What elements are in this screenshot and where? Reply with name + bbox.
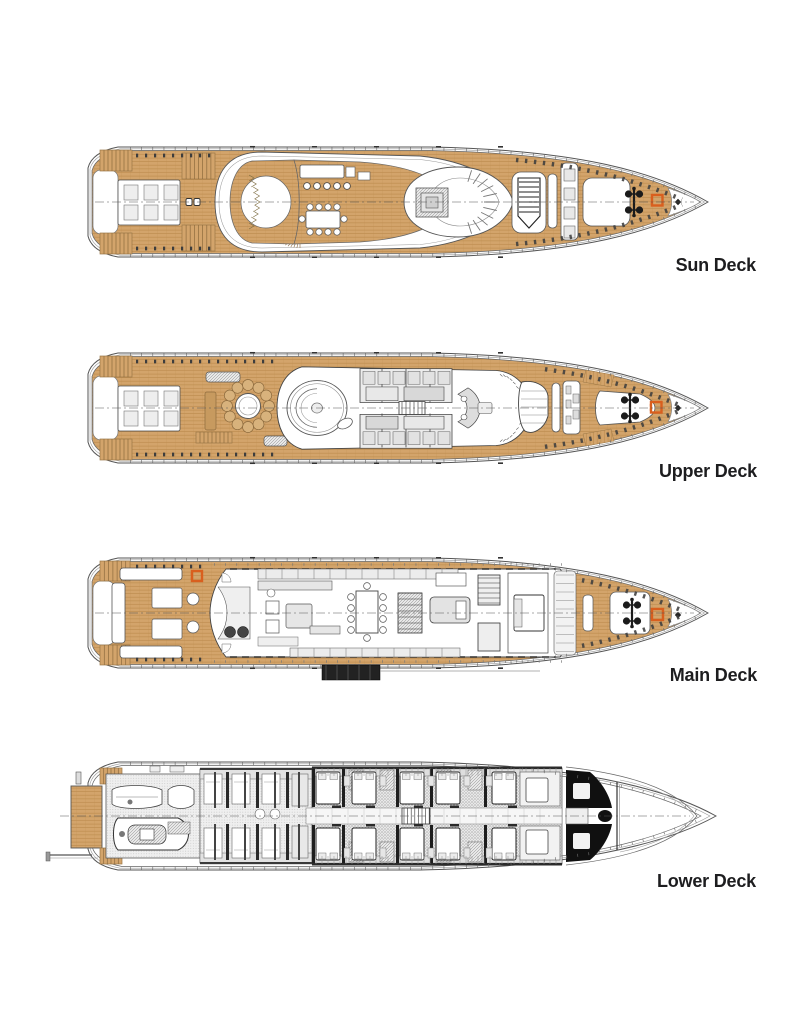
svg-text:Lower Deck: Lower Deck: [657, 871, 757, 891]
svg-text:Upper Deck: Upper Deck: [659, 461, 758, 481]
svg-text:Main Deck: Main Deck: [670, 665, 758, 685]
svg-text:Sun Deck: Sun Deck: [676, 255, 758, 275]
